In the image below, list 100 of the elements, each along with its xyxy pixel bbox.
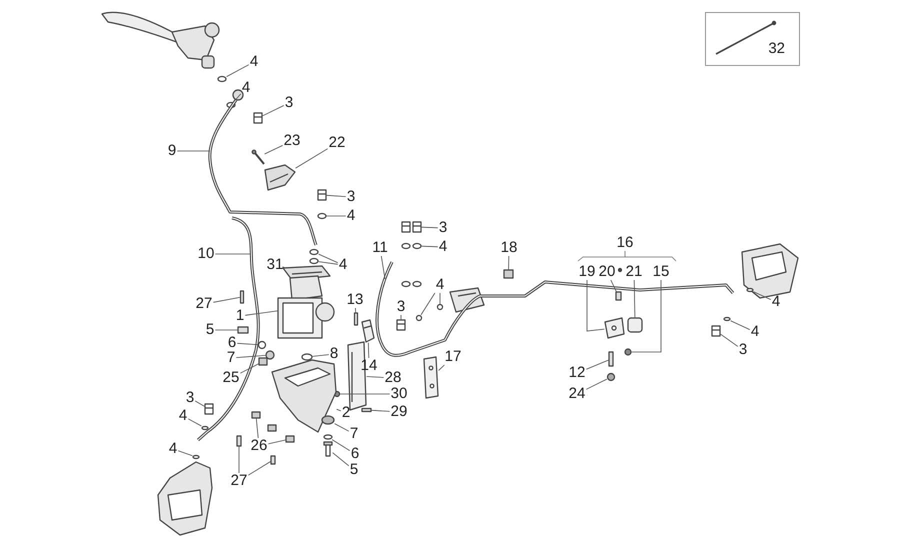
leader-line [371,410,390,412]
callout-number: 27 [194,296,214,312]
leader-line [730,320,750,330]
leader-line [236,342,258,346]
hose-clip [361,319,375,343]
callout-number: 9 [166,143,178,159]
callout-number: 2 [340,405,352,421]
callout-number: 3 [438,220,448,236]
bolt [323,441,333,457]
callout-number: 3 [738,342,748,358]
rubber-grommet [265,350,275,360]
callout-number: 13 [346,292,364,308]
washer [258,340,266,350]
callout-number: 1 [234,308,246,324]
callout-number: 31 [266,257,284,273]
leader-line [368,342,370,358]
leader-line [236,355,266,358]
callout-number: 18 [500,240,518,256]
screw [354,312,358,326]
leader-line [631,280,662,352]
leader-line [256,418,259,438]
callout-number: 4 [770,294,782,310]
leader-line [332,439,350,452]
callout-number: 4 [434,277,446,293]
callout-number: 21 [624,264,644,280]
callout-number: 4 [438,239,448,255]
callout-number: 7 [226,350,236,366]
callout-number: 22 [328,135,346,151]
callout-number: 17 [444,349,462,365]
leader-line [244,310,278,316]
callout-number: 6 [226,335,238,351]
callout-number: 3 [184,390,196,406]
nut [606,372,616,382]
washer [309,248,319,256]
leader-line [262,105,284,116]
mounting-bracket [423,356,439,399]
callout-number: 25 [222,370,240,386]
leader-line [264,145,284,154]
callout-number: 12 [568,365,586,381]
leader-line [178,450,193,456]
screw [236,435,242,447]
leader-line [380,256,386,280]
callout-number: 27 [230,473,248,489]
callout-number: 3 [346,189,356,205]
leader-line [194,400,205,407]
callout-number: 19 [578,264,596,280]
brake-hose [197,216,260,442]
leader-line [421,226,438,228]
callout-number: 5 [204,322,216,338]
callout-number: 4 [338,257,348,273]
callout-number: 4 [168,441,178,457]
leader-line [420,292,436,316]
callout-number: 26 [250,438,268,454]
leader-line [753,291,772,300]
callout-number: 8 [328,346,340,362]
cable-clip [258,357,268,366]
callout-number: 32 [768,41,785,57]
leader-line [586,360,609,370]
leader-line [295,148,328,168]
washer [217,76,227,82]
leader-line [366,376,384,378]
callout-number: 16 [616,235,634,251]
leader-line [282,266,285,268]
leader-line [248,461,271,476]
leader-line [586,378,608,390]
washer [746,288,754,292]
leader-line [610,280,617,292]
leader-line [720,334,738,347]
leader-line [240,364,259,374]
leader-line [233,94,242,102]
callout-number: 23 [282,133,302,149]
leader-line [355,308,356,313]
callout-number: 29 [390,404,408,420]
leader-line [318,254,338,264]
washer [301,353,313,361]
leader-line [421,246,438,248]
callout-number: 10 [196,246,216,262]
leader-line [226,64,250,77]
leader-line [336,408,342,412]
leader-line [634,280,636,318]
leader-line [238,446,240,474]
leader-line [326,194,346,197]
mounting-bracket [271,359,337,433]
leader-line [332,452,350,466]
washer [412,242,422,250]
leader-line [268,440,286,444]
leader-line [212,297,240,303]
bolt [317,189,327,201]
leader-line [508,256,510,270]
leader-line [176,150,210,152]
leader-line [586,280,605,332]
callout-number: 7 [348,426,360,442]
callout-number: 4 [750,324,760,340]
screw [270,455,276,465]
callout-number: 6 [350,446,360,462]
callout-number: 4 [240,80,252,96]
callout-number: 30 [390,386,408,402]
inset-panel [705,12,800,66]
leader-line [438,364,445,371]
callout-number: 4 [248,54,260,70]
